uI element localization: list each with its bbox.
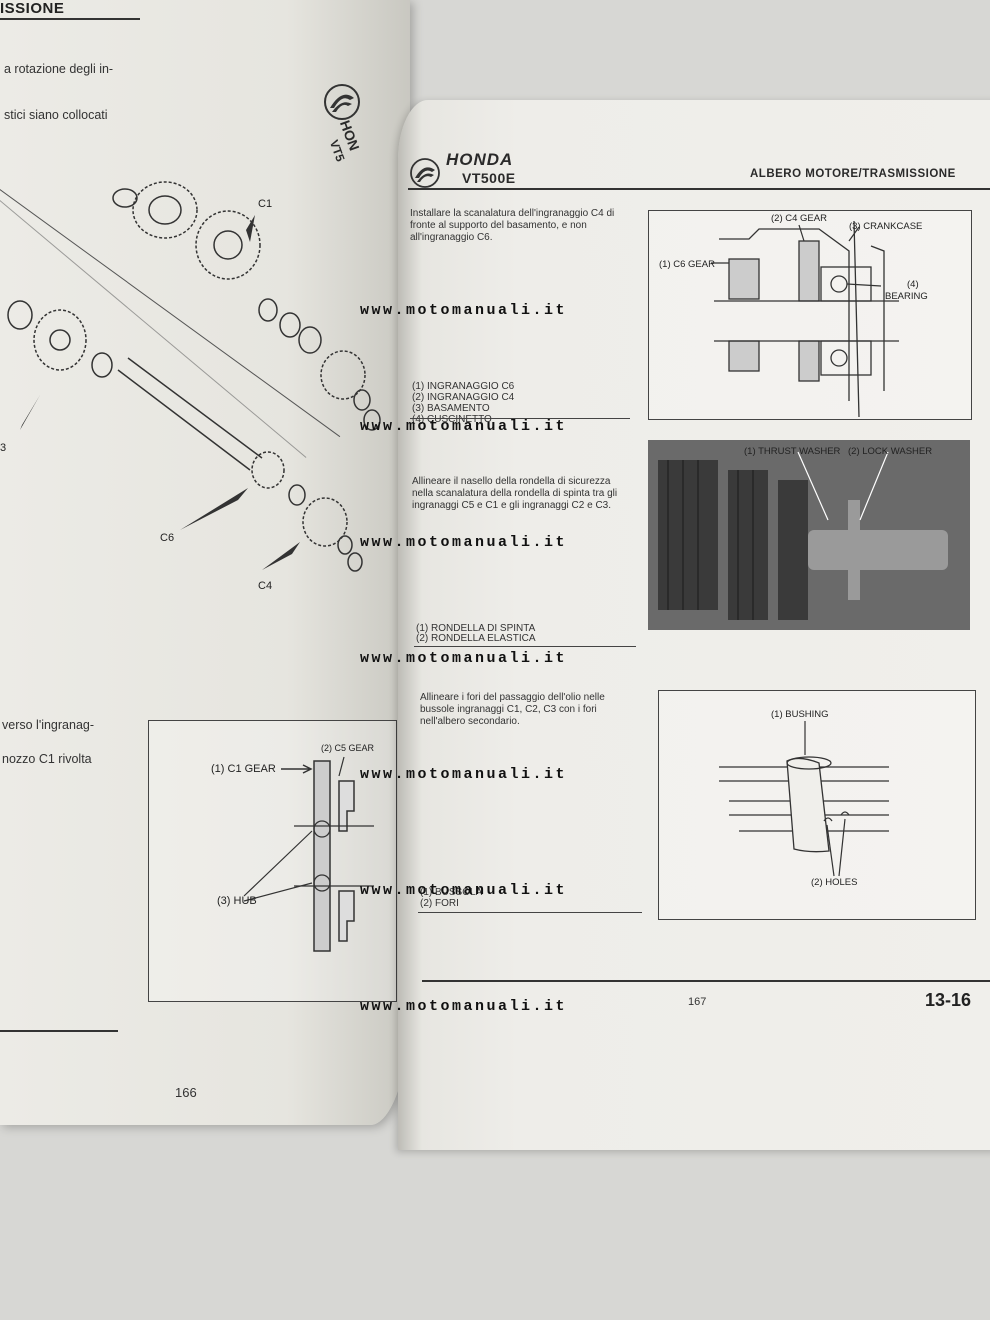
left-text-line3: verso l'ingranag- — [2, 718, 95, 732]
label-crankcase: (3) CRANKCASE — [849, 221, 923, 232]
honda-wing-logo-right — [410, 158, 440, 188]
crankcase-diagram-box: (2) C4 GEAR (3) CRANKCASE (1) C6 GEAR (4… — [648, 210, 972, 420]
brand-name: HONDA — [446, 150, 514, 169]
label-lock-washer: (2) LOCK WASHER — [848, 446, 933, 457]
caption3-rule — [418, 912, 642, 913]
left-text-line2: stici siano collocati — [4, 108, 108, 122]
watermark-2: www.motomanuali.it — [360, 418, 568, 435]
label-holes: (2) HOLES — [811, 877, 858, 888]
bushing-drawing — [719, 721, 889, 877]
section-title: ALBERO MOTORE/TRASMISSIONE — [750, 168, 956, 180]
caption2-rule — [414, 646, 636, 647]
left-header-rule — [0, 18, 140, 20]
caption3-item2: (2) FORI — [420, 898, 459, 909]
label-c5-gear: (2) C5 GEAR — [321, 743, 375, 753]
caption1-rule — [410, 418, 630, 419]
section-page-number: 13-16 — [925, 990, 972, 1010]
left-page-number: 166 — [175, 1085, 197, 1100]
caption1-item3: (3) BASAMENTO — [412, 403, 490, 414]
label-c6-gear: (1) C6 GEAR — [659, 259, 715, 270]
label-bushing: (1) BUSHING — [771, 709, 829, 720]
crankcase-drawing — [711, 220, 899, 418]
label-bearing: BEARING — [885, 291, 928, 302]
watermark-4: www.motomanuali.it — [360, 650, 568, 667]
caption2-item1: (1) RONDELLA DI SPINTA — [416, 623, 536, 634]
c1-hub-diagram-box: (1) C1 GEAR (2) C5 GEAR (3) HUB — [148, 720, 397, 1002]
label-bearing-num: (4) — [907, 279, 919, 290]
watermark-3: www.motomanuali.it — [360, 534, 568, 551]
label-thrust-washer: (1) THRUST WASHER — [744, 446, 841, 457]
exploded-label-c1: C1 — [258, 198, 273, 210]
honda-wing-logo — [324, 84, 360, 120]
left-page-header: ISSIONE — [0, 0, 65, 17]
transmission-photo-drawing — [648, 440, 970, 630]
c1-hub-drawing — [243, 756, 374, 952]
left-text-line1: a rotazione degli in- — [4, 62, 114, 76]
watermark-6: www.motomanuali.it — [360, 882, 568, 899]
right-footer-rule — [422, 980, 990, 982]
caption3-item1: (1) BUSSOLA — [420, 887, 483, 898]
instruction-lock-washer: Allineare il nasello della rondella di s… — [412, 476, 618, 511]
exploded-label-3: 3 — [0, 442, 7, 454]
watermark-1: www.motomanuali.it — [360, 302, 568, 319]
caption1-item1: (1) INGRANAGGIO C6 — [412, 381, 515, 392]
transmission-photo — [648, 440, 970, 630]
bushing-diagram-box: (1) BUSHING (2) HOLES — [658, 690, 976, 920]
exploded-label-c4: C4 — [258, 580, 273, 592]
instruction-c4-groove: Installare la scanalatura dell'ingranagg… — [410, 208, 615, 243]
watermark-5: www.motomanuali.it — [360, 766, 568, 783]
caption1-item2: (2) INGRANAGGIO C4 — [412, 392, 515, 403]
left-page: ISSIONE a rotazione degli in- stici sian… — [0, 0, 410, 1125]
label-c1-gear: (1) C1 GEAR — [211, 763, 276, 775]
left-text-line4: nozzo C1 rivolta — [2, 752, 92, 766]
label-c4-gear: (2) C4 GEAR — [771, 213, 827, 224]
exploded-label-c6: C6 — [160, 532, 175, 544]
left-footer-rule — [0, 1030, 118, 1032]
right-header-rule — [408, 188, 990, 190]
model-name: VT500E — [462, 170, 516, 186]
caption1-item4: (4) CUSCINETTO — [412, 414, 492, 425]
caption2-item2: (2) RONDELLA ELASTICA — [416, 633, 536, 644]
right-page-number: 167 — [688, 996, 707, 1008]
watermark-7: www.motomanuali.it — [360, 998, 568, 1015]
instruction-oil-holes: Allineare i fori del passaggio dell'olio… — [420, 692, 605, 727]
exploded-gear-diagram — [7, 181, 381, 572]
label-hub: (3) HUB — [217, 895, 257, 907]
